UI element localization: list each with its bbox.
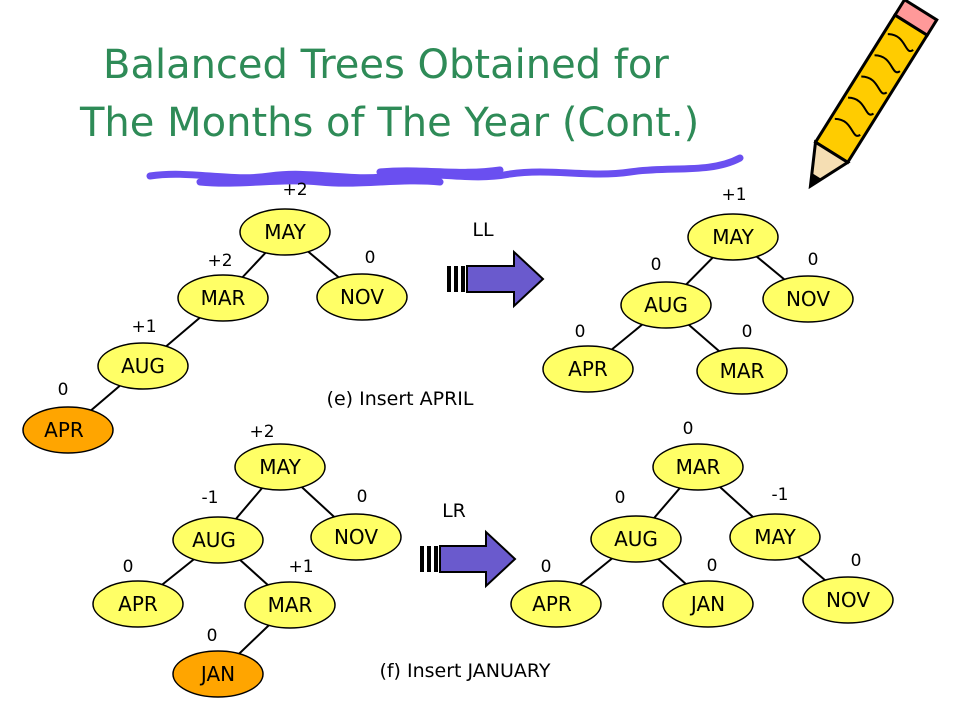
title-line-1: Balanced Trees Obtained for [103,42,669,88]
bf-label: 0 [615,488,626,508]
tree-e-after: MAY +1 AUG 0 NOV 0 APR 0 MAR 0 [542,185,854,395]
bf-label: 0 [651,255,662,275]
node-label: MAR [201,286,246,310]
node-f-after-may: MAY [729,513,821,561]
node-e-before-may: MAY [239,208,331,256]
node-e-before-apr: APR [22,406,114,454]
node-e-after-aug: AUG [620,281,712,329]
node-label: NOV [826,588,870,612]
title-line-2: The Months of The Year (Cont.) [79,100,699,146]
bf-label: 0 [58,380,69,400]
node-e-before-nov: NOV [316,273,408,321]
caption-f: (f) Insert JANUARY [379,660,550,682]
node-e-after-may: MAY [687,213,779,261]
bf-label: +1 [288,557,313,577]
node-label: MAY [754,525,796,549]
bf-label: 0 [123,557,134,577]
node-f-before-aug: AUG [172,516,264,564]
bf-label: 0 [808,250,819,270]
bf-label: +2 [249,422,274,442]
node-label: APR [568,357,608,381]
node-label: APR [532,592,572,616]
node-label: JAN [689,592,725,616]
bf-label: 0 [683,419,694,439]
node-e-before-aug: AUG [97,342,189,390]
node-f-before-apr: APR [92,580,184,628]
node-label: MAR [268,593,313,617]
caption-e: (e) Insert APRIL [327,388,474,410]
tree-f-after: MAR 0 AUG 0 MAY -1 APR 0 JAN 0 NOV 0 [510,419,894,628]
node-f-after-aug: AUG [590,515,682,563]
node-label: MAY [259,455,301,479]
bf-label: 0 [541,557,552,577]
node-f-after-jan: JAN [662,580,754,628]
rotation-label-e: LL [472,219,494,241]
node-label: NOV [786,287,830,311]
node-label: JAN [199,662,235,686]
node-label: AUG [614,527,658,551]
bf-label: 0 [357,487,368,507]
node-f-before-jan: JAN [172,650,264,698]
bf-label: 0 [742,322,753,342]
rotation-label-f: LR [442,500,466,522]
node-e-after-nov: NOV [762,275,854,323]
node-label: AUG [644,293,688,317]
pencil-icon [808,0,939,190]
node-f-after-apr: APR [510,580,602,628]
tree-e-before: MAY +2 MAR +2 NOV 0 AUG +1 APR 0 [22,180,408,454]
bf-label: +2 [282,180,307,200]
node-f-after-mar: MAR [652,443,744,491]
bf-label: 0 [707,556,718,576]
node-f-before-mar: MAR [244,581,336,629]
node-f-after-nov: NOV [802,576,894,624]
node-label: MAY [264,220,306,244]
bf-label: 0 [365,248,376,268]
title-underline [146,154,744,187]
node-e-after-apr: APR [542,345,634,393]
node-e-before-mar: MAR [177,274,269,322]
right-arrow-icon [420,529,517,589]
node-label: APR [118,592,158,616]
node-f-before-nov: NOV [310,513,402,561]
node-e-after-mar: MAR [696,347,788,395]
bf-label: 0 [575,322,586,342]
right-arrow-icon [447,249,545,309]
bf-label: +2 [207,251,232,271]
node-label: AUG [192,528,236,552]
tree-f-before: MAY +2 AUG -1 NOV 0 APR 0 MAR +1 JAN 0 [92,422,402,698]
bf-label: +1 [131,317,156,337]
node-label: MAY [712,225,754,249]
node-label: MAR [676,455,721,479]
node-f-before-may: MAY [234,443,326,491]
bf-label: -1 [772,485,789,505]
bf-label: 0 [851,551,862,571]
node-label: MAR [720,359,765,383]
node-label: NOV [340,285,384,309]
node-label: AUG [121,354,165,378]
bf-label: +1 [721,185,746,205]
bf-label: -1 [202,488,219,508]
bf-label: 0 [207,626,218,646]
node-label: APR [44,418,84,442]
node-label: NOV [334,525,378,549]
